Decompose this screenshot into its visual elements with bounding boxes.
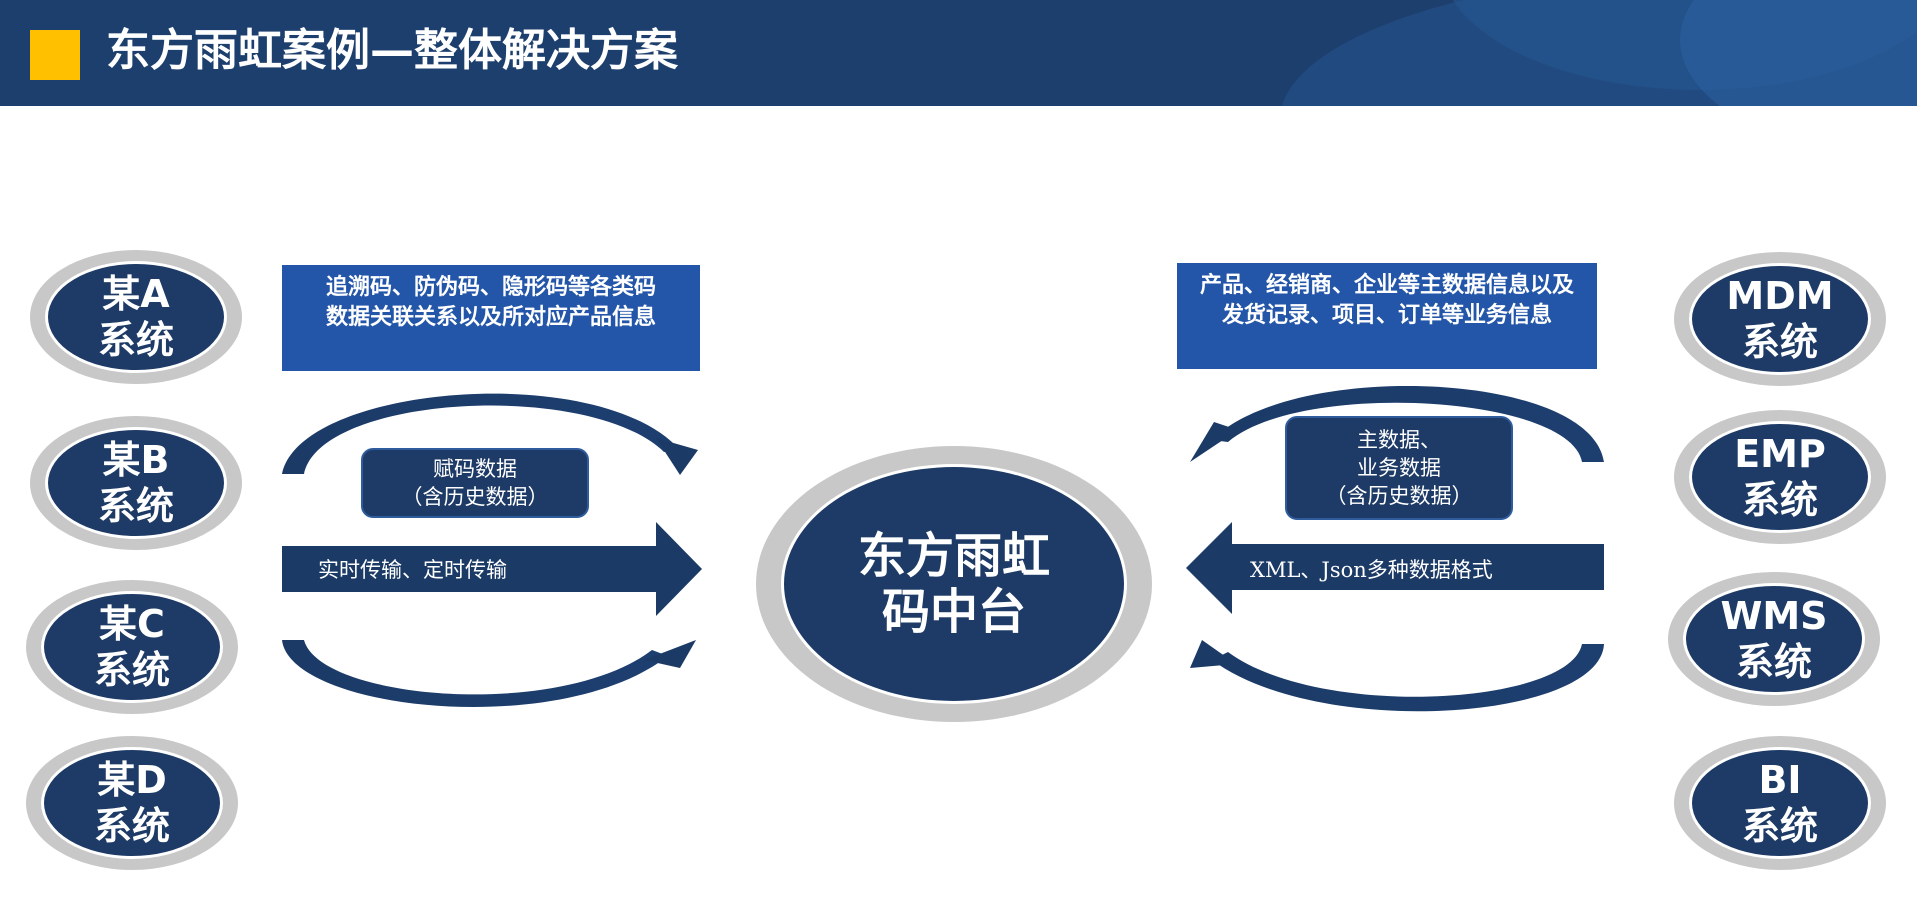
left-top-curved-arrow xyxy=(282,393,698,475)
system-c-sublabel: 系统 xyxy=(93,648,170,692)
system-d-sublabel: 系统 xyxy=(93,804,170,848)
right-info-box: 产品、经销商、企业等主数据信息以及 发货记录、项目、订单等业务信息 xyxy=(1177,263,1597,369)
wms-system-label: WMS xyxy=(1720,594,1828,638)
left-tag-line1: 赋码数据 xyxy=(433,457,517,481)
left-data-tag: 赋码数据 （含历史数据） xyxy=(361,448,589,518)
hub-label-line1: 东方雨虹 xyxy=(857,528,1050,584)
right-tag-line1: 主数据、 xyxy=(1357,428,1441,452)
left-straight-arrow xyxy=(282,522,702,616)
left-bottom-curved-arrow xyxy=(282,640,696,708)
slide-header: 东方雨虹案例—整体解决方案 xyxy=(0,0,1917,106)
title-accent-square xyxy=(30,30,80,80)
central-hub-node: 东方雨虹 码中台 xyxy=(756,446,1152,722)
system-d-label: 某D xyxy=(97,758,167,802)
emp-system-sublabel: 系统 xyxy=(1741,478,1818,522)
header-wave-decoration xyxy=(1282,0,1917,106)
right-arrow-label: XML、Json多种数据格式 xyxy=(1250,558,1493,582)
left-info-line2: 数据关联关系以及所对应产品信息 xyxy=(325,305,656,330)
hub-label-line2: 码中台 xyxy=(881,584,1026,640)
mdm-system-label: MDM xyxy=(1726,274,1834,318)
right-tag-line3: （含历史数据） xyxy=(1325,484,1473,508)
system-a-label: 某A xyxy=(102,272,170,316)
left-info-line1: 追溯码、防伪码、隐形码等各类码 xyxy=(325,275,656,300)
right-info-line1: 产品、经销商、企业等主数据信息以及 xyxy=(1199,273,1574,298)
wms-system-sublabel: 系统 xyxy=(1735,640,1812,684)
left-tag-line2: （含历史数据） xyxy=(401,485,549,509)
right-data-tag: 主数据、 业务数据 （含历史数据） xyxy=(1285,416,1513,520)
left-arrow-label: 实时传输、定时传输 xyxy=(318,558,507,582)
left-info-box: 追溯码、防伪码、隐形码等各类码 数据关联关系以及所对应产品信息 xyxy=(282,265,700,371)
mdm-system-sublabel: 系统 xyxy=(1741,320,1818,364)
right-info-line2: 发货记录、项目、订单等业务信息 xyxy=(1221,303,1552,328)
bi-system-sublabel: 系统 xyxy=(1741,804,1818,848)
right-straight-arrow xyxy=(1186,522,1604,614)
system-c-label: 某C xyxy=(99,602,165,646)
system-a-sublabel: 系统 xyxy=(97,318,174,362)
emp-system-label: EMP xyxy=(1734,432,1826,476)
system-b-label: 某B xyxy=(102,438,170,482)
bi-system-label: BI xyxy=(1758,758,1802,802)
right-tag-line2: 业务数据 xyxy=(1357,456,1441,480)
right-bottom-curved-arrow xyxy=(1190,640,1604,712)
page-title: 东方雨虹案例—整体解决方案 xyxy=(106,25,678,76)
system-b-sublabel: 系统 xyxy=(97,484,174,528)
right-top-curved-arrow xyxy=(1190,385,1604,462)
